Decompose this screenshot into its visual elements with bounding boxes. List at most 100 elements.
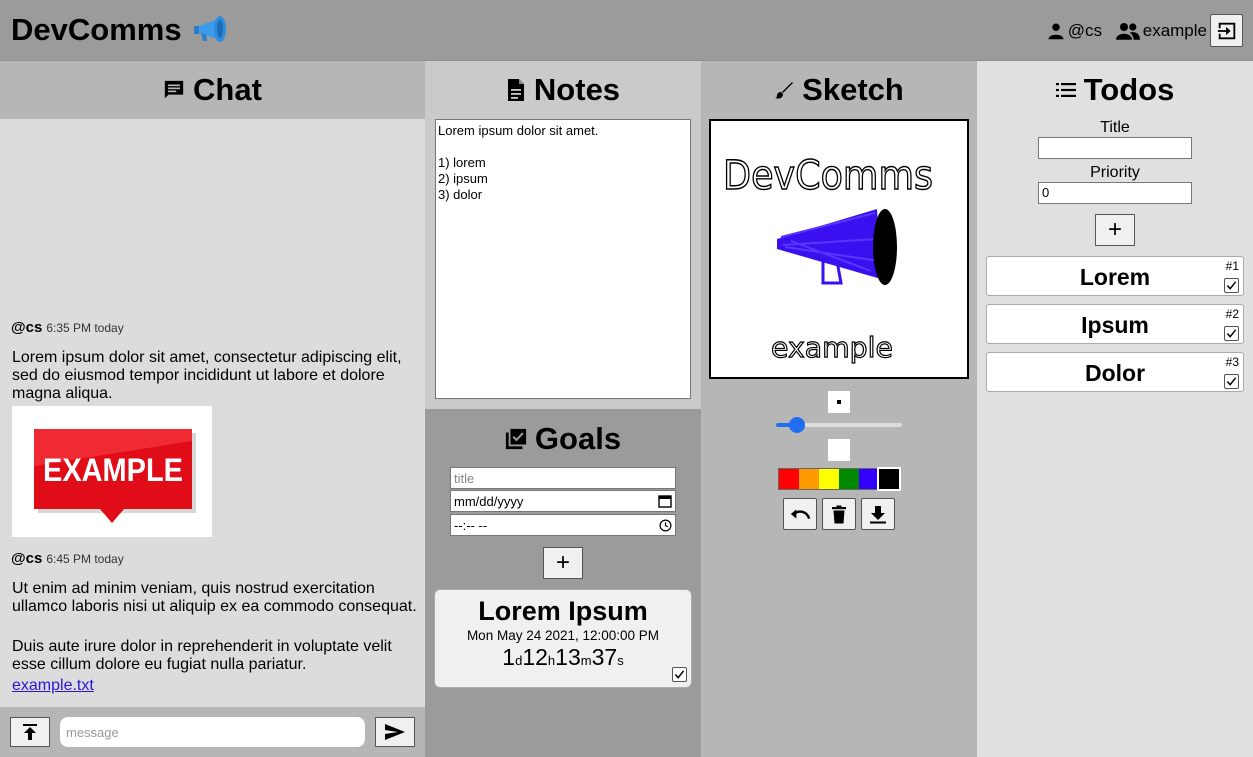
sketch-title: Sketch <box>802 72 904 107</box>
clock-icon[interactable] <box>659 519 672 532</box>
todo-title-label: Title <box>1100 119 1130 136</box>
brush-icon <box>775 82 794 99</box>
countdown-hours: 12 <box>522 644 548 670</box>
todos-title: Todos <box>1083 72 1175 107</box>
goals-title: Goals <box>534 421 622 456</box>
message-author: @cs <box>11 319 43 336</box>
megaphone-icon <box>193 16 226 42</box>
todo-item-priority: #3 <box>1225 355 1239 369</box>
top-bar: DevComms @cs example <box>0 0 1253 61</box>
countdown-minutes: 13 <box>555 644 581 670</box>
goal-title: Lorem Ipsum <box>478 596 648 626</box>
check-icon <box>1226 281 1237 290</box>
todo-title-input[interactable] <box>1038 137 1192 159</box>
goal-time-input[interactable]: --:-- -- <box>450 514 676 536</box>
todo-item: Lorem #1 <box>986 256 1244 296</box>
file-attachment-link[interactable]: example.txt <box>12 677 94 694</box>
todos-panel: Todos Title Priority 0 + Lorem #1 Ipsum … <box>977 61 1253 757</box>
goal-card: Lorem Ipsum Mon May 24 2021, 12:00:00 PM… <box>434 589 692 688</box>
color-swatch[interactable] <box>779 469 799 489</box>
goal-date: Mon May 24 2021, 12:00:00 PM <box>466 628 660 643</box>
goal-date-input[interactable]: mm/dd/yyyy <box>450 490 676 512</box>
current-user: @cs <box>1047 21 1102 41</box>
add-todo-button[interactable]: + <box>1095 214 1135 246</box>
todo-item-title: Ipsum <box>1081 312 1149 338</box>
todo-done-checkbox[interactable] <box>1224 374 1239 389</box>
todo-done-checkbox[interactable] <box>1224 326 1239 341</box>
message-author: @cs <box>11 550 43 567</box>
logout-button[interactable] <box>1210 14 1243 47</box>
todo-item-priority: #1 <box>1225 259 1239 273</box>
current-color-preview <box>828 439 850 461</box>
color-swatch[interactable] <box>819 469 839 489</box>
brush-size-slider[interactable] <box>776 417 902 433</box>
brush-size-slider-handle[interactable] <box>789 417 806 433</box>
message-image[interactable]: EXAMPLE <box>12 406 212 537</box>
goals-icon <box>505 428 527 450</box>
todo-item-title: Lorem <box>1079 264 1151 290</box>
canvas-text-bottom: example <box>771 331 893 364</box>
clear-button[interactable] <box>822 498 856 530</box>
send-icon <box>385 724 405 740</box>
goal-time-placeholder: --:-- -- <box>454 517 488 533</box>
todos-header: Todos <box>977 61 1253 119</box>
upload-icon <box>23 724 37 740</box>
notes-header: Notes <box>425 61 701 119</box>
goal-done-checkbox[interactable] <box>672 667 687 682</box>
countdown-hours-unit: h <box>547 653 556 668</box>
goals-header: Goals <box>425 409 701 469</box>
notes-textarea[interactable]: Lorem ipsum dolor sit amet. 1) lorem 2) … <box>435 119 691 399</box>
color-palette <box>778 467 901 491</box>
chat-input-bar <box>0 707 425 757</box>
user-icon <box>1048 23 1064 40</box>
notes-title: Notes <box>533 72 621 107</box>
message-text: Lorem ipsum dolor sit amet, consectetur … <box>12 349 402 402</box>
trash-icon <box>832 505 846 523</box>
countdown-seconds: 37 <box>591 644 618 670</box>
goal-title-input[interactable]: title <box>450 467 676 489</box>
todo-item: Dolor #3 <box>986 352 1244 392</box>
group-icon <box>1115 23 1140 40</box>
upload-button[interactable] <box>10 717 50 747</box>
app-brand: DevComms <box>11 12 236 48</box>
brush-size-preview <box>828 391 850 413</box>
color-swatch[interactable] <box>877 467 901 491</box>
send-button[interactable] <box>375 717 415 747</box>
goals-panel: Goals title mm/dd/yyyy --:-- -- + Lorem … <box>425 409 701 757</box>
countdown-days-unit: d <box>515 653 523 668</box>
message-text: Ut enim ad minim veniam, quis nostrud ex… <box>12 580 417 615</box>
countdown-seconds-unit: s <box>617 653 624 668</box>
username-label: @cs <box>1067 21 1102 40</box>
sketch-header: Sketch <box>701 61 977 119</box>
logout-icon <box>1217 22 1235 39</box>
sketch-panel: Sketch DevComms example <box>701 61 977 757</box>
room-label: example <box>1142 21 1207 40</box>
current-room: example <box>1115 21 1207 41</box>
message-input[interactable] <box>60 717 365 747</box>
todo-done-checkbox[interactable] <box>1224 278 1239 293</box>
countdown-days: 1 <box>502 644 516 670</box>
message-text: Duis aute irure dolor in reprehenderit i… <box>12 638 392 673</box>
color-swatch[interactable] <box>839 469 859 489</box>
chat-title: Chat <box>193 72 262 107</box>
canvas-megaphone-drawing <box>777 209 897 285</box>
calendar-icon[interactable] <box>658 494 672 508</box>
add-goal-button[interactable]: + <box>543 547 583 579</box>
download-icon <box>870 505 886 523</box>
todo-item: Ipsum #2 <box>986 304 1244 344</box>
color-swatch[interactable] <box>799 469 819 489</box>
notes-panel: Notes Lorem ipsum dolor sit amet. 1) lor… <box>425 61 701 409</box>
undo-button[interactable] <box>783 498 817 530</box>
check-icon <box>1226 377 1237 386</box>
color-swatch[interactable] <box>859 469 879 489</box>
todo-priority-input[interactable]: 0 <box>1038 182 1192 204</box>
app-title: DevComms <box>11 12 182 47</box>
countdown-minutes-unit: m <box>580 653 592 668</box>
sketch-canvas[interactable]: DevComms example <box>709 119 969 379</box>
undo-icon <box>790 509 811 520</box>
sketch-tools <box>783 498 900 530</box>
download-button[interactable] <box>861 498 895 530</box>
todo-priority-label: Priority <box>1090 164 1140 181</box>
